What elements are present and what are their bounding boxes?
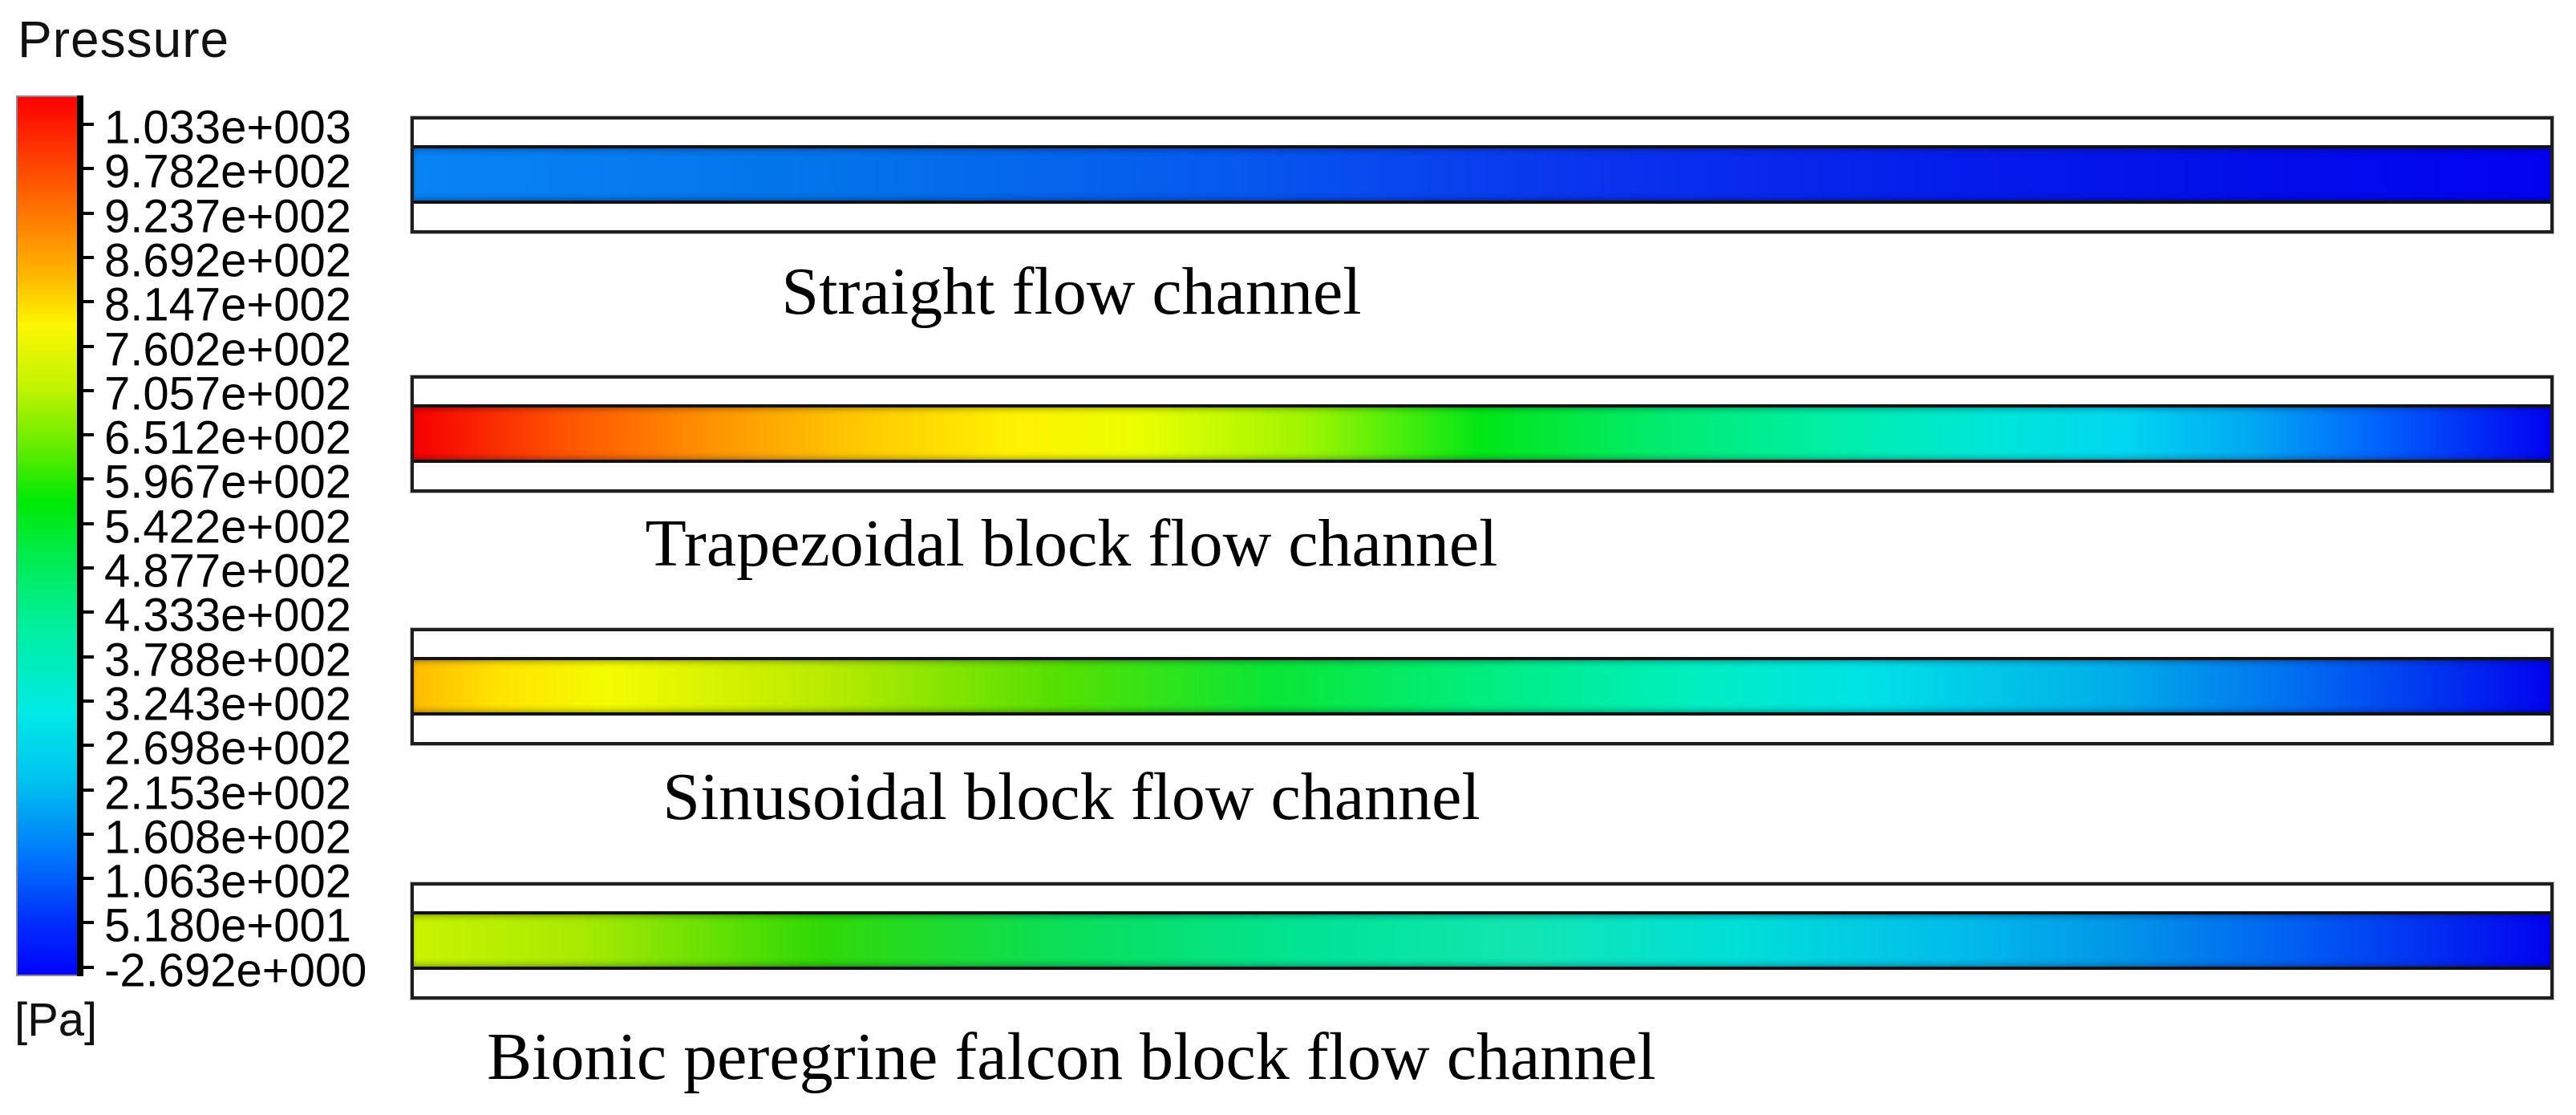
colorbar-tick-mark [83,832,94,836]
colorbar-tick-label: 8.147e+002 [104,278,352,331]
colorbar-tick-mark [83,788,94,792]
pressure-contour-strip [414,404,2550,463]
channel-label-bionic-peregrine-falcon: Bionic peregrine falcon block flow chann… [487,1020,1656,1094]
duct-outline [411,116,2554,233]
colorbar-tick-mark [83,211,94,215]
colorbar-tick-label: 7.602e+002 [104,323,352,375]
legend-title: Pressure [18,10,230,68]
colorbar-tick-mark [83,877,94,881]
colorbar-tick-mark [83,433,94,437]
colorbar-tick-mark [83,744,94,748]
channel-trapezoidal-block [411,375,2554,493]
colorbar-edge [77,95,83,976]
duct-outline [411,375,2554,493]
duct-outline [411,628,2554,745]
colorbar-tick-mark [83,610,94,614]
colorbar-tick-mark [83,167,94,171]
colorbar-tick-mark [83,344,94,348]
colorbar-tick-label: 3.788e+002 [104,634,352,687]
duct-outline [411,882,2554,999]
channel-label-straight: Straight flow channel [781,254,1362,329]
colorbar-tick-label: 4.333e+002 [104,589,352,642]
channel-label-trapezoidal: Trapezoidal block flow channel [645,506,1498,581]
colorbar-tick-label: 9.237e+002 [104,190,352,243]
colorbar-tick-mark [83,300,94,304]
channel-bionic-peregrine-falcon-block [411,882,2554,999]
colorbar-tick-label: -2.692e+000 [104,944,367,997]
colorbar-tick-mark [83,965,94,969]
colorbar-tick-label: 1.063e+002 [104,855,352,908]
colorbar-tick-label: 9.782e+002 [104,145,352,198]
pressure-contour-strip [414,911,2550,970]
colorbar-tick-label: 3.243e+002 [104,678,352,731]
colorbar-tick-mark [83,123,94,126]
colorbar-tick-mark [83,921,94,925]
colorbar-tick-mark [83,388,94,392]
channel-straight [411,116,2554,233]
channel-sinusoidal-block [411,628,2554,745]
colorbar-tick-mark [83,566,94,570]
colorbar-tick-mark [83,255,94,259]
colorbar-tick-label: 5.422e+002 [104,501,352,553]
channel-label-sinusoidal: Sinusoidal block flow channel [662,760,1480,834]
colorbar-tick-label: 2.698e+002 [104,722,352,775]
colorbar [16,95,77,976]
colorbar-tick-mark [83,521,94,525]
colorbar-tick-label: 5.180e+001 [104,899,352,952]
colorbar-tick-label: 1.608e+002 [104,811,352,864]
colorbar-tick-mark [83,477,94,481]
colorbar-tick-label: 5.967e+002 [104,456,352,509]
colorbar-tick-label: 8.692e+002 [104,234,352,287]
colorbar-tick-label: 2.153e+002 [104,767,352,819]
legend-unit: [Pa] [14,994,98,1046]
colorbar-tick-mark [83,655,94,659]
colorbar-tick-label: 4.877e+002 [104,545,352,598]
colorbar-tick-mark [83,699,94,703]
colorbar-tick-label: 7.057e+002 [104,367,352,420]
colorbar-tick-label: 6.512e+002 [104,412,352,464]
colorbar-tick-label: 1.033e+003 [104,101,352,154]
pressure-contour-strip [414,145,2550,204]
pressure-contour-strip [414,657,2550,716]
